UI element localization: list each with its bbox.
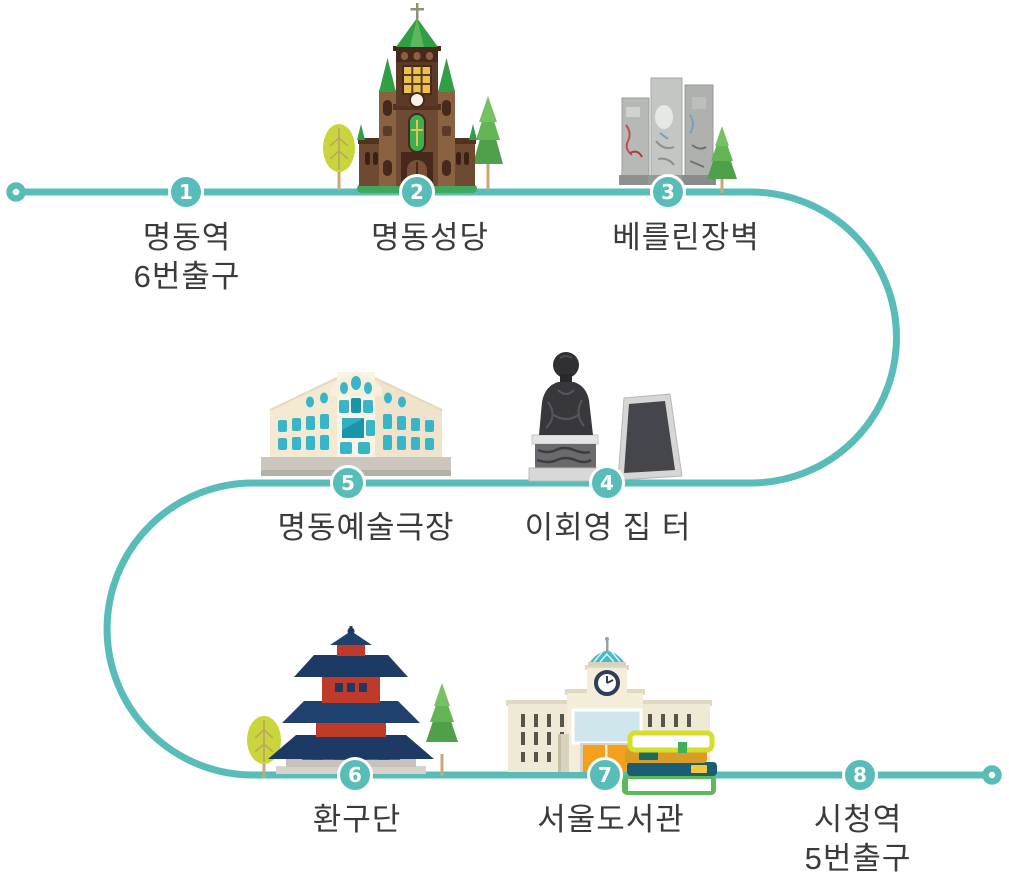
bust-statue [528, 352, 603, 482]
stop-badge-5: 5 [330, 465, 366, 501]
route-line [12, 188, 996, 779]
pagoda-illustration [247, 626, 458, 778]
stop-label-1: 명동역 6번출구 [134, 218, 241, 296]
stop-label-5: 명동예술극장 [277, 508, 454, 547]
bust-statue-illustration [528, 352, 683, 482]
stop-label-3: 베를린장벽 [612, 218, 760, 257]
stop-label-line: 명동예술극장 [277, 510, 455, 545]
stop-label-line: 6번출구 [133, 259, 241, 294]
stop-badge-8: 8 [842, 757, 878, 793]
stop-label-line: 이회영 집 터 [524, 510, 692, 545]
memorial-plaque [617, 393, 683, 481]
cross-icon [410, 3, 424, 19]
stop-label-2: 명동성당 [371, 218, 489, 257]
dome-icon [590, 651, 624, 662]
stop-label-8: 시청역 5번출구 [805, 800, 912, 878]
round-tree-icon [247, 716, 281, 778]
clock-icon [409, 92, 425, 108]
stop-label-7: 서울도서관 [537, 800, 685, 839]
stop-label-4: 이회영 집 터 [525, 508, 692, 547]
stop-label-6: 환구단 [313, 800, 402, 839]
pine-tree-icon [426, 683, 458, 776]
stop-label-line: 시청역 [813, 802, 903, 837]
wall-slabs [619, 77, 716, 185]
stop-label-line: 명동역 [142, 220, 232, 255]
pagoda-building [268, 626, 434, 774]
stop-badge-3: 3 [650, 174, 686, 210]
stop-badge-4: 4 [589, 465, 625, 501]
stop-label-line: 베를린장벽 [612, 220, 760, 255]
stop-badge-6: 6 [337, 757, 373, 793]
book-stack-icon [622, 730, 717, 795]
stop-label-line: 서울도서관 [537, 802, 685, 837]
stop-badge-2: 2 [399, 174, 435, 210]
berlin-wall-illustration [619, 77, 737, 193]
pine-tree-icon [707, 126, 737, 193]
stop-label-line: 명동성당 [370, 220, 490, 255]
stop-label-line: 5번출구 [804, 841, 912, 876]
stop-badge-7: 7 [587, 757, 623, 793]
stop-badge-1: 1 [168, 174, 204, 210]
cathedral-building [357, 3, 477, 186]
theater-building [261, 372, 451, 476]
pine-tree-icon [473, 96, 503, 190]
start-ring-icon [6, 182, 26, 202]
round-tree-icon [323, 124, 355, 190]
cathedral-illustration [323, 3, 503, 193]
end-ring-icon [982, 765, 1002, 785]
stop-label-line: 환구단 [312, 802, 402, 837]
